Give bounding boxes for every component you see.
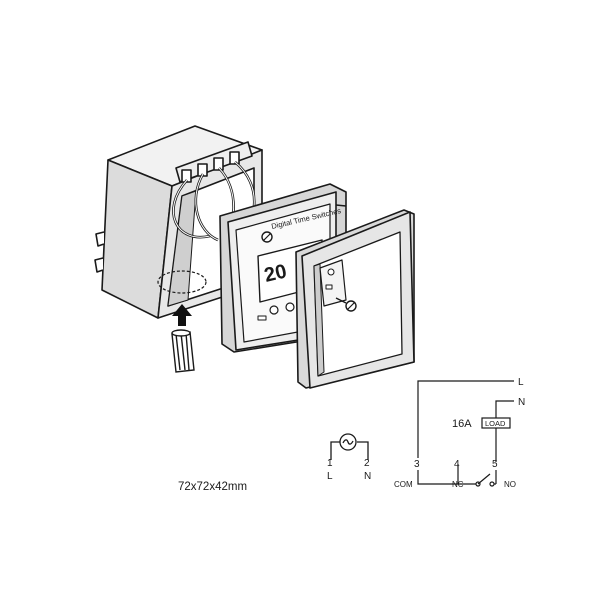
- line-n-label: N: [518, 397, 525, 408]
- com-label: COM: [394, 480, 413, 489]
- wiring-schematic: [417, 380, 514, 487]
- pin-3-number: 3: [414, 459, 420, 470]
- line-l-label: L: [518, 377, 524, 388]
- pin-5-number: 5: [492, 459, 498, 470]
- pin-2-label: N: [364, 471, 371, 482]
- load-label: LOAD: [485, 419, 506, 428]
- current-rating-label: 16A: [452, 418, 472, 430]
- nc-label: NC: [452, 480, 464, 489]
- supply-symbol: [330, 433, 369, 460]
- front-cover-plate: [295, 209, 415, 389]
- pin-2-number: 2: [364, 458, 370, 469]
- pin-1-label: L: [327, 471, 333, 482]
- power-cable: [171, 329, 195, 373]
- cable-entry-arrow: [172, 304, 192, 326]
- no-label: NO: [504, 480, 516, 489]
- pin-4-number: 4: [454, 459, 460, 470]
- dimensions-label: 72x72x42mm: [178, 481, 247, 493]
- pin-1-number: 1: [327, 458, 333, 469]
- lcd-digits: 20: [262, 260, 289, 286]
